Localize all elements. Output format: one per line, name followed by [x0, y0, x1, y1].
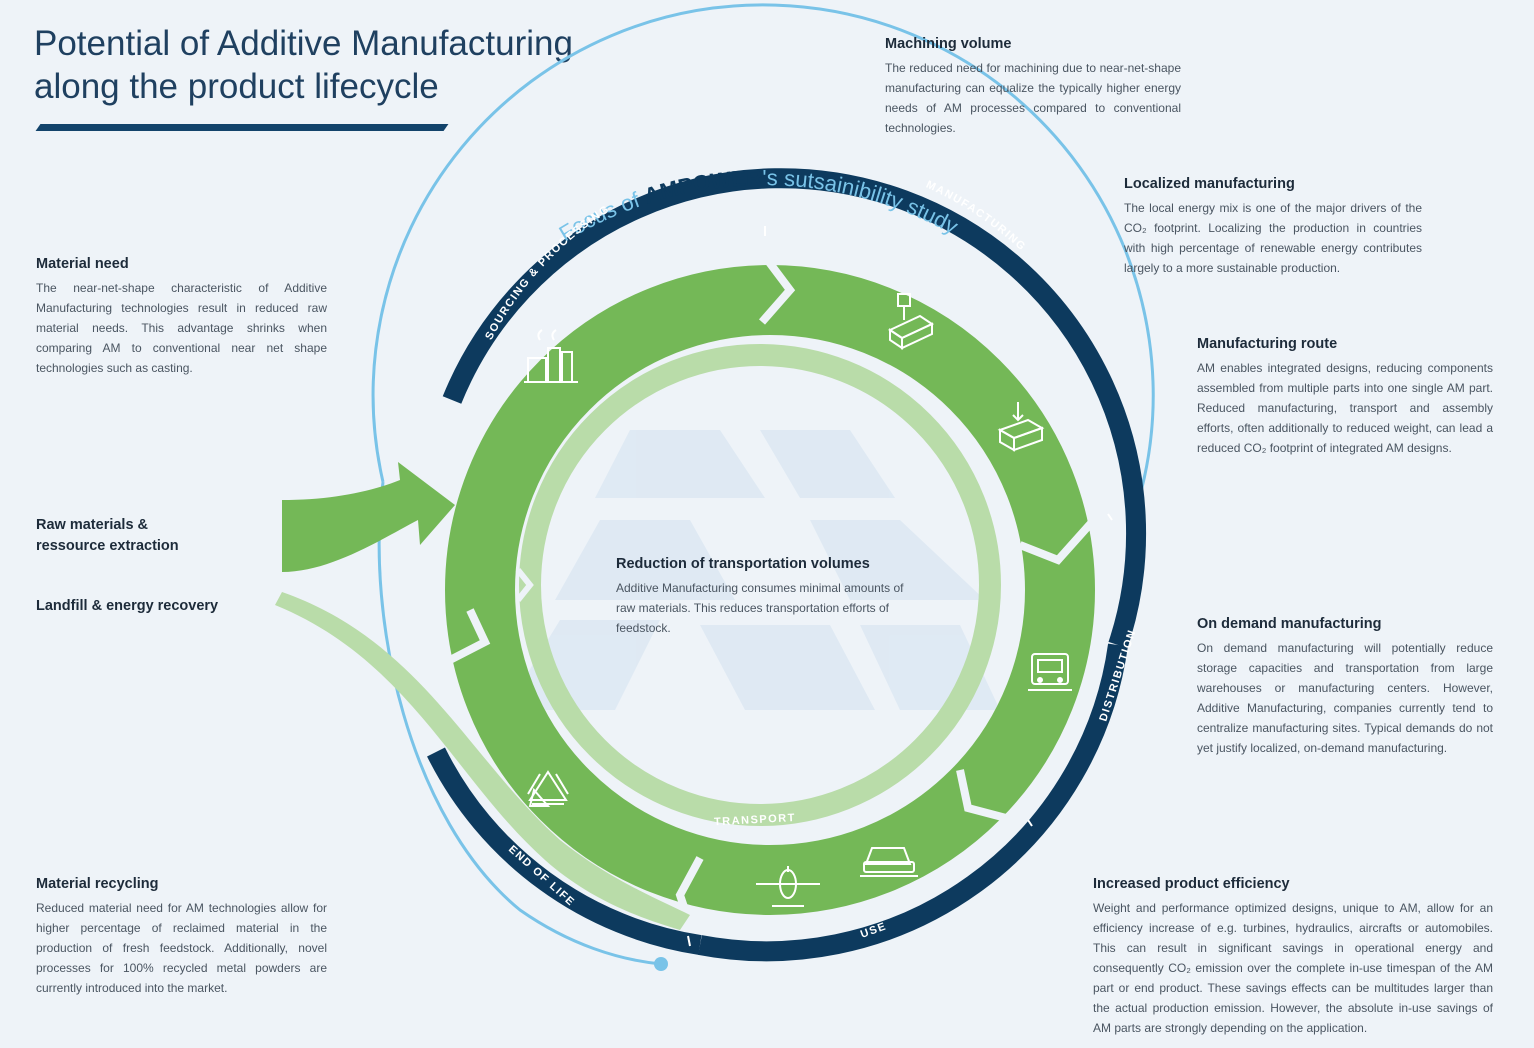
- material-need-text: The near-net-shape characteristic of Add…: [36, 281, 327, 375]
- factory-icon: [524, 329, 578, 383]
- material-recycling-title: Material recycling: [36, 876, 159, 892]
- transportation-text: Additive Manufacturing consumes minimal …: [616, 581, 904, 635]
- recycle-icon: [527, 770, 569, 807]
- raw-materials-line-1: Raw materials &: [36, 517, 149, 533]
- material-recycling-text: Reduced material need for AM technologie…: [36, 901, 327, 995]
- on-demand-text: On demand manufacturing will potentially…: [1197, 641, 1493, 755]
- localized-manufacturing-block: Localized manufacturing The local energy…: [1124, 176, 1422, 278]
- transport-chevron: [515, 568, 534, 602]
- product-efficiency-block: Increased product efficiency Weight and …: [1093, 876, 1493, 1038]
- material-need-title: Material need: [36, 256, 129, 272]
- ring-separators: [687, 226, 1113, 947]
- machining-volume-text: The reduced need for machining due to ne…: [885, 61, 1181, 135]
- title-line-1: Potential of Additive Manufacturing: [34, 24, 573, 63]
- car-icon: [860, 847, 918, 877]
- landfill-label: Landfill & energy recovery: [36, 598, 219, 614]
- press-icon: [887, 293, 935, 350]
- machining-volume-title: Machining volume: [885, 36, 1012, 52]
- manufacturing-route-block: Manufacturing route AM enables integrate…: [1197, 336, 1493, 458]
- dark-ring-bottom-left: [427, 747, 702, 955]
- material-need-block: Material need The near-net-shape charact…: [36, 256, 327, 378]
- transportation-block: Reduction of transportation volumes Addi…: [616, 556, 916, 638]
- dark-ring-top: [442, 168, 1147, 649]
- page-title: Potential of Additive Manufacturing alon…: [34, 22, 634, 108]
- product-efficiency-text: Weight and performance optimized designs…: [1093, 901, 1493, 1035]
- box-arrow-icon: [997, 402, 1045, 452]
- manufacturing-route-title: Manufacturing route: [1197, 336, 1338, 352]
- raw-materials-line-2: ressource extraction: [36, 538, 179, 554]
- machining-volume-block: Machining volume The reduced need for ma…: [885, 36, 1181, 138]
- stage-label-transport: TRANSPORT: [714, 812, 796, 828]
- raw-materials-label: Raw materials & ressource extraction: [36, 515, 236, 557]
- focus-line-bottom: [377, 481, 662, 966]
- focus-line: [371, 3, 1155, 507]
- localized-manufacturing-title: Localized manufacturing: [1124, 176, 1295, 192]
- on-demand-block: On demand manufacturing On demand manufa…: [1197, 616, 1493, 758]
- transportation-title: Reduction of transportation volumes: [616, 556, 870, 572]
- green-ring: [445, 265, 1095, 915]
- manufacturing-route-text: AM enables integrated designs, reducing …: [1197, 361, 1493, 455]
- material-recycling-block: Material recycling Reduced material need…: [36, 876, 327, 998]
- product-efficiency-title: Increased product efficiency: [1093, 876, 1290, 892]
- focus-line-bottom-dot: [654, 957, 668, 971]
- raw-materials-arrow: [282, 462, 455, 572]
- focus-text: Focus of AMPOWER's sutsainibility study: [555, 165, 963, 246]
- truck-icon: [1028, 653, 1072, 691]
- dark-ring-right: [698, 643, 1128, 962]
- green-ring-chevrons: [448, 247, 1095, 927]
- airplane-icon: [756, 866, 820, 907]
- landfill-band: [275, 592, 690, 930]
- localized-manufacturing-text: The local energy mix is one of the major…: [1124, 201, 1422, 275]
- on-demand-title: On demand manufacturing: [1197, 616, 1382, 632]
- title-line-2: along the product lifecycle: [34, 67, 439, 106]
